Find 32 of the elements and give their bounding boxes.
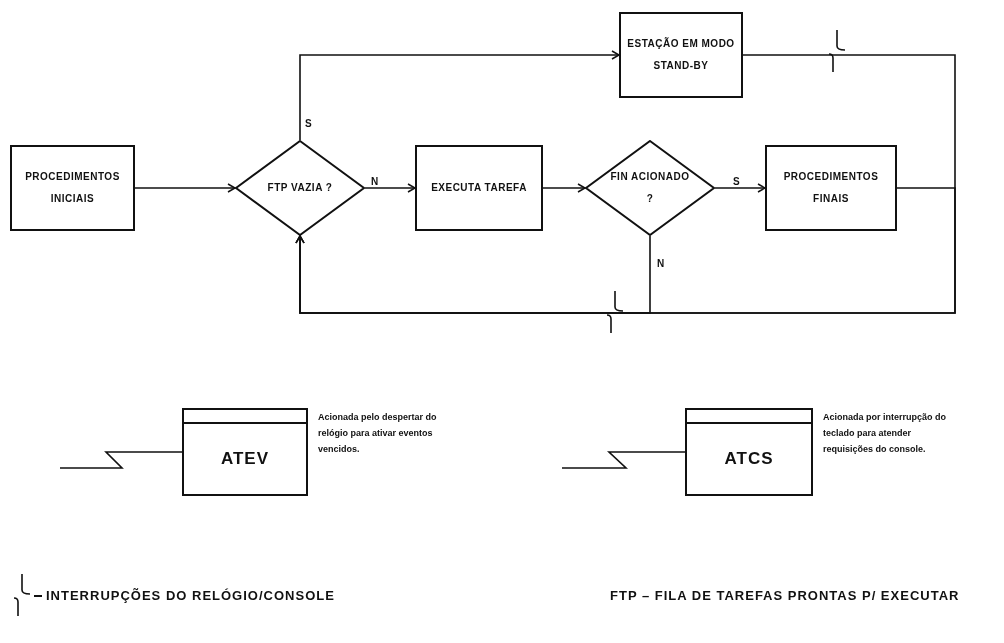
- flow-arrow: [134, 183, 236, 193]
- node-label: FTP VAZIA ?: [266, 181, 334, 195]
- flow-arrow: [295, 235, 651, 314]
- decision-diamond: [585, 140, 715, 236]
- process-box: [415, 145, 543, 231]
- process-box: [619, 12, 743, 98]
- node-label: FIN ACIONADO ?: [610, 170, 690, 206]
- flow-arrow: [714, 183, 766, 193]
- module-box: [182, 408, 308, 496]
- module-box: [685, 408, 813, 496]
- process-box: [10, 145, 135, 231]
- flow-arrow: [299, 50, 620, 141]
- edge-label: S: [732, 176, 741, 187]
- legend-text: INTERRUPÇÕES DO RELÓGIO/CONSOLE: [46, 588, 335, 603]
- annotation-text: Acionada pelo despertar do relógio para ativar eventos vencidos.: [318, 411, 438, 456]
- interrupt-line: [561, 451, 686, 469]
- edge-label: N: [370, 176, 380, 187]
- note-text: FTP – FILA DE TAREFAS PRONTAS P/ EXECUTAR: [610, 588, 960, 603]
- node-label: PROCEDIMENTOS FINAIS: [782, 170, 880, 206]
- annotation-text: Acionada por interrupção do teclado para atender requisições do console.: [823, 411, 947, 456]
- process-box: [765, 145, 897, 231]
- node-label: ATCS: [724, 448, 774, 471]
- node-label: PROCEDIMENTOS INICIAIS: [24, 170, 121, 206]
- node-label: ESTAÇÃO EM MODO STAND-BY: [626, 36, 736, 73]
- edge-label: S: [304, 118, 313, 129]
- flow-arrow: [542, 183, 586, 193]
- edge-label: N: [656, 258, 666, 269]
- decision-diamond: [235, 140, 365, 236]
- flow-arrow: [364, 183, 416, 193]
- node-label: ATEV: [220, 448, 270, 471]
- node-label: EXECUTA TAREFA: [431, 181, 527, 195]
- interrupt-line: [59, 451, 183, 469]
